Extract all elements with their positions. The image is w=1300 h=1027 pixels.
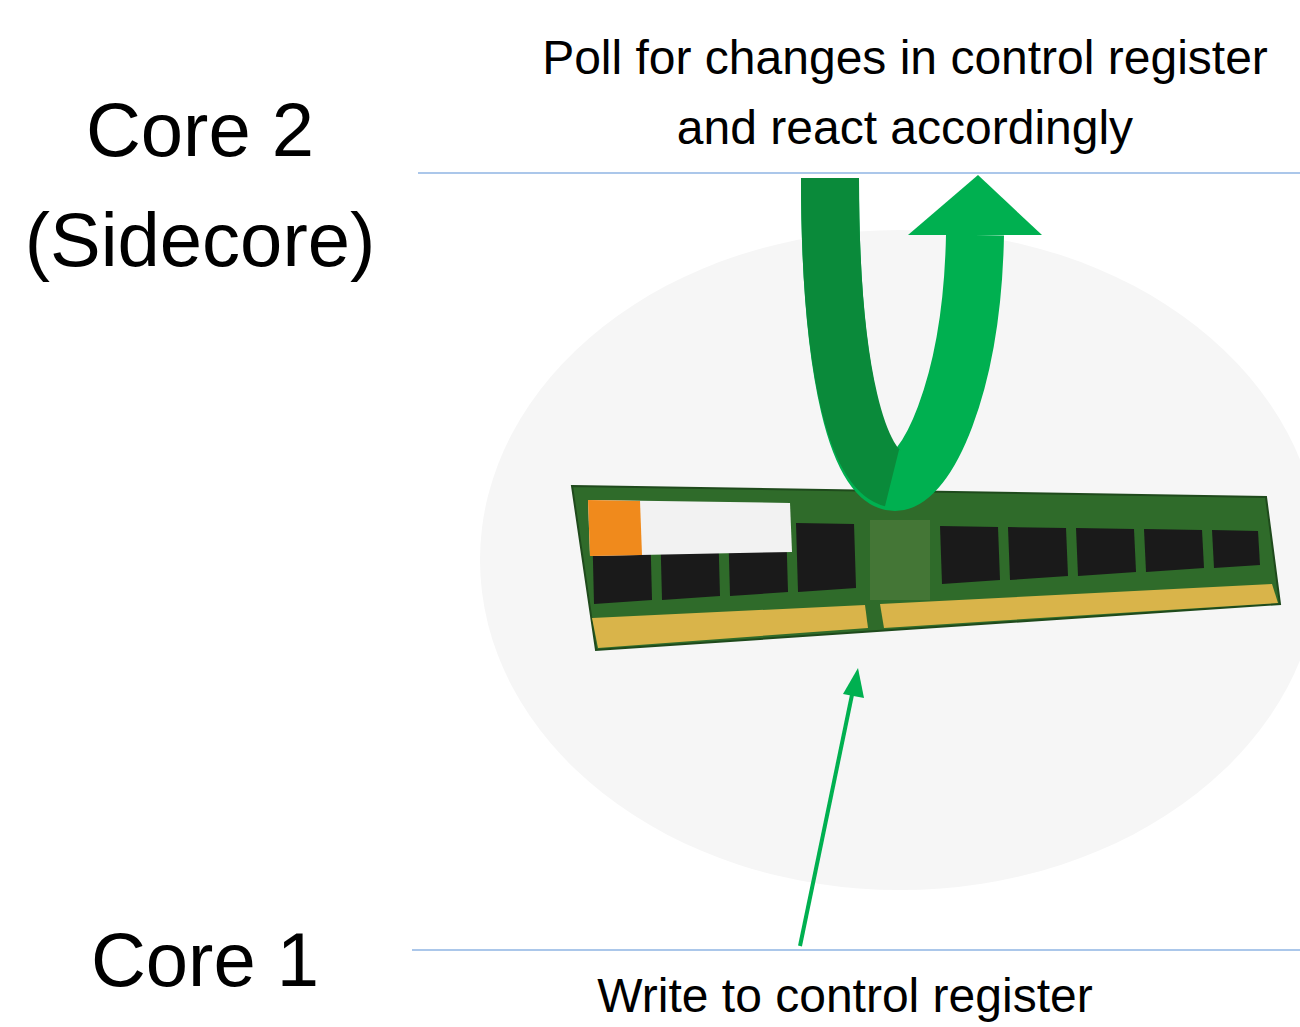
action-note: Write to control register [545,966,1145,1026]
write-arrow [800,668,864,946]
action-note: Poll for changes in control register and… [525,23,1285,163]
divider-line [418,172,1300,174]
photo-background [480,230,1300,890]
core-label: Core 2 (Sidecore) [15,75,385,295]
core-label: Core 1 [20,905,390,1015]
poll-loop-arrow [830,175,1042,482]
divider-line [412,949,1300,951]
ram-module [572,486,1280,650]
